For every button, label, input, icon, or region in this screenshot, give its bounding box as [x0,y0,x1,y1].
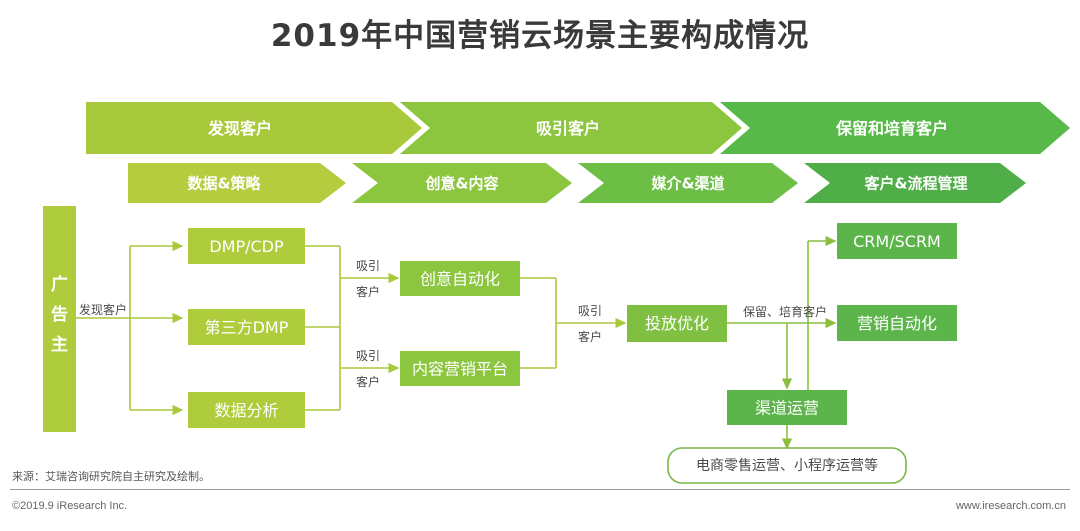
node-delivery-optimization[interactable]: 投放优化 [627,305,727,342]
edge-label-layer: 发现客户 吸引 客户 吸引 客户 吸引 客户 保留、培育客户 [79,259,827,389]
source-note: 来源：艾瑞咨询研究院自主研究及绘制。 [12,470,210,483]
lane-chevron-3-label: 媒介&渠道 [651,175,724,193]
edge-label-discover: 发现客户 [79,302,127,317]
lane-chevron-3[interactable]: 媒介&渠道 [578,163,798,203]
edge-label-retain-nurture: 保留、培育客户 [743,304,827,319]
lane-chevron-1[interactable]: 数据&策略 [128,163,346,203]
lane-chevron-bar: 数据&策略 创意&内容 媒介&渠道 客户&流程管理 [128,163,1026,203]
node-channel-operation-label: 渠道运营 [755,399,819,418]
node-creative-automation-label: 创意自动化 [420,270,500,289]
stage-chevron-1-label: 发现客户 [207,119,272,138]
node-dmp-cdp-label: DMP/CDP [209,237,284,256]
node-third-party-dmp-label: 第三方DMP [205,318,289,337]
advertiser-label-char-2: 告 [51,304,68,325]
footer-divider [10,489,1070,490]
stage-chevron-bar: 发现客户 吸引客户 保留和培育客户 [86,102,1070,154]
advertiser-bar[interactable]: 广 告 主 [43,206,76,432]
node-marketing-automation[interactable]: 营销自动化 [837,305,957,341]
node-ecommerce-operations-label: 电商零售运营、小程序运营等 [696,457,878,474]
connector-layer [76,235,837,450]
node-crm-scrm-label: CRM/SCRM [853,232,941,251]
edge-label-attract-2-line2: 客户 [356,374,380,389]
node-marketing-automation-label: 营销自动化 [857,314,937,333]
advertiser-label-char-3: 主 [51,334,68,355]
website-link[interactable]: www.iresearch.com.cn [955,500,1066,512]
stage-chevron-3[interactable]: 保留和培育客户 [720,102,1070,154]
edge-label-attract-1-line2: 客户 [356,284,380,299]
stage-chevron-2[interactable]: 吸引客户 [400,102,742,154]
node-crm-scrm[interactable]: CRM/SCRM [837,223,957,259]
edge-label-attract-3-line2: 客户 [578,329,602,344]
edge-label-attract-2-line1: 吸引 [356,349,380,363]
node-third-party-dmp[interactable]: 第三方DMP [188,309,305,345]
lane-chevron-2[interactable]: 创意&内容 [352,163,572,203]
copyright-text: ©2019.9 iResearch Inc. [12,500,128,512]
lane-chevron-1-label: 数据&策略 [187,175,261,193]
node-data-analysis[interactable]: 数据分析 [188,392,305,428]
node-data-analysis-label: 数据分析 [214,401,278,420]
lane-chevron-2-label: 创意&内容 [424,175,498,193]
node-content-marketing-platform-label: 内容营销平台 [412,360,508,379]
node-content-marketing-platform[interactable]: 内容营销平台 [400,351,520,386]
edge-label-attract-1-line1: 吸引 [356,259,380,273]
node-creative-automation[interactable]: 创意自动化 [400,261,520,296]
page-title: 2019年中国营销云场景主要构成情况 [270,18,810,54]
node-delivery-optimization-label: 投放优化 [645,314,709,333]
stage-chevron-3-label: 保留和培育客户 [835,119,948,138]
node-dmp-cdp[interactable]: DMP/CDP [188,228,305,264]
stage-chevron-2-label: 吸引客户 [536,119,600,138]
advertiser-label-char-1: 广 [51,274,68,295]
stage-chevron-1[interactable]: 发现客户 [86,102,422,154]
lane-chevron-4[interactable]: 客户&流程管理 [804,163,1026,203]
node-channel-operation[interactable]: 渠道运营 [727,390,847,425]
edge-label-attract-3-line1: 吸引 [578,304,602,318]
lane-chevron-4-label: 客户&流程管理 [863,175,967,193]
node-ecommerce-operations[interactable]: 电商零售运营、小程序运营等 [667,447,907,484]
